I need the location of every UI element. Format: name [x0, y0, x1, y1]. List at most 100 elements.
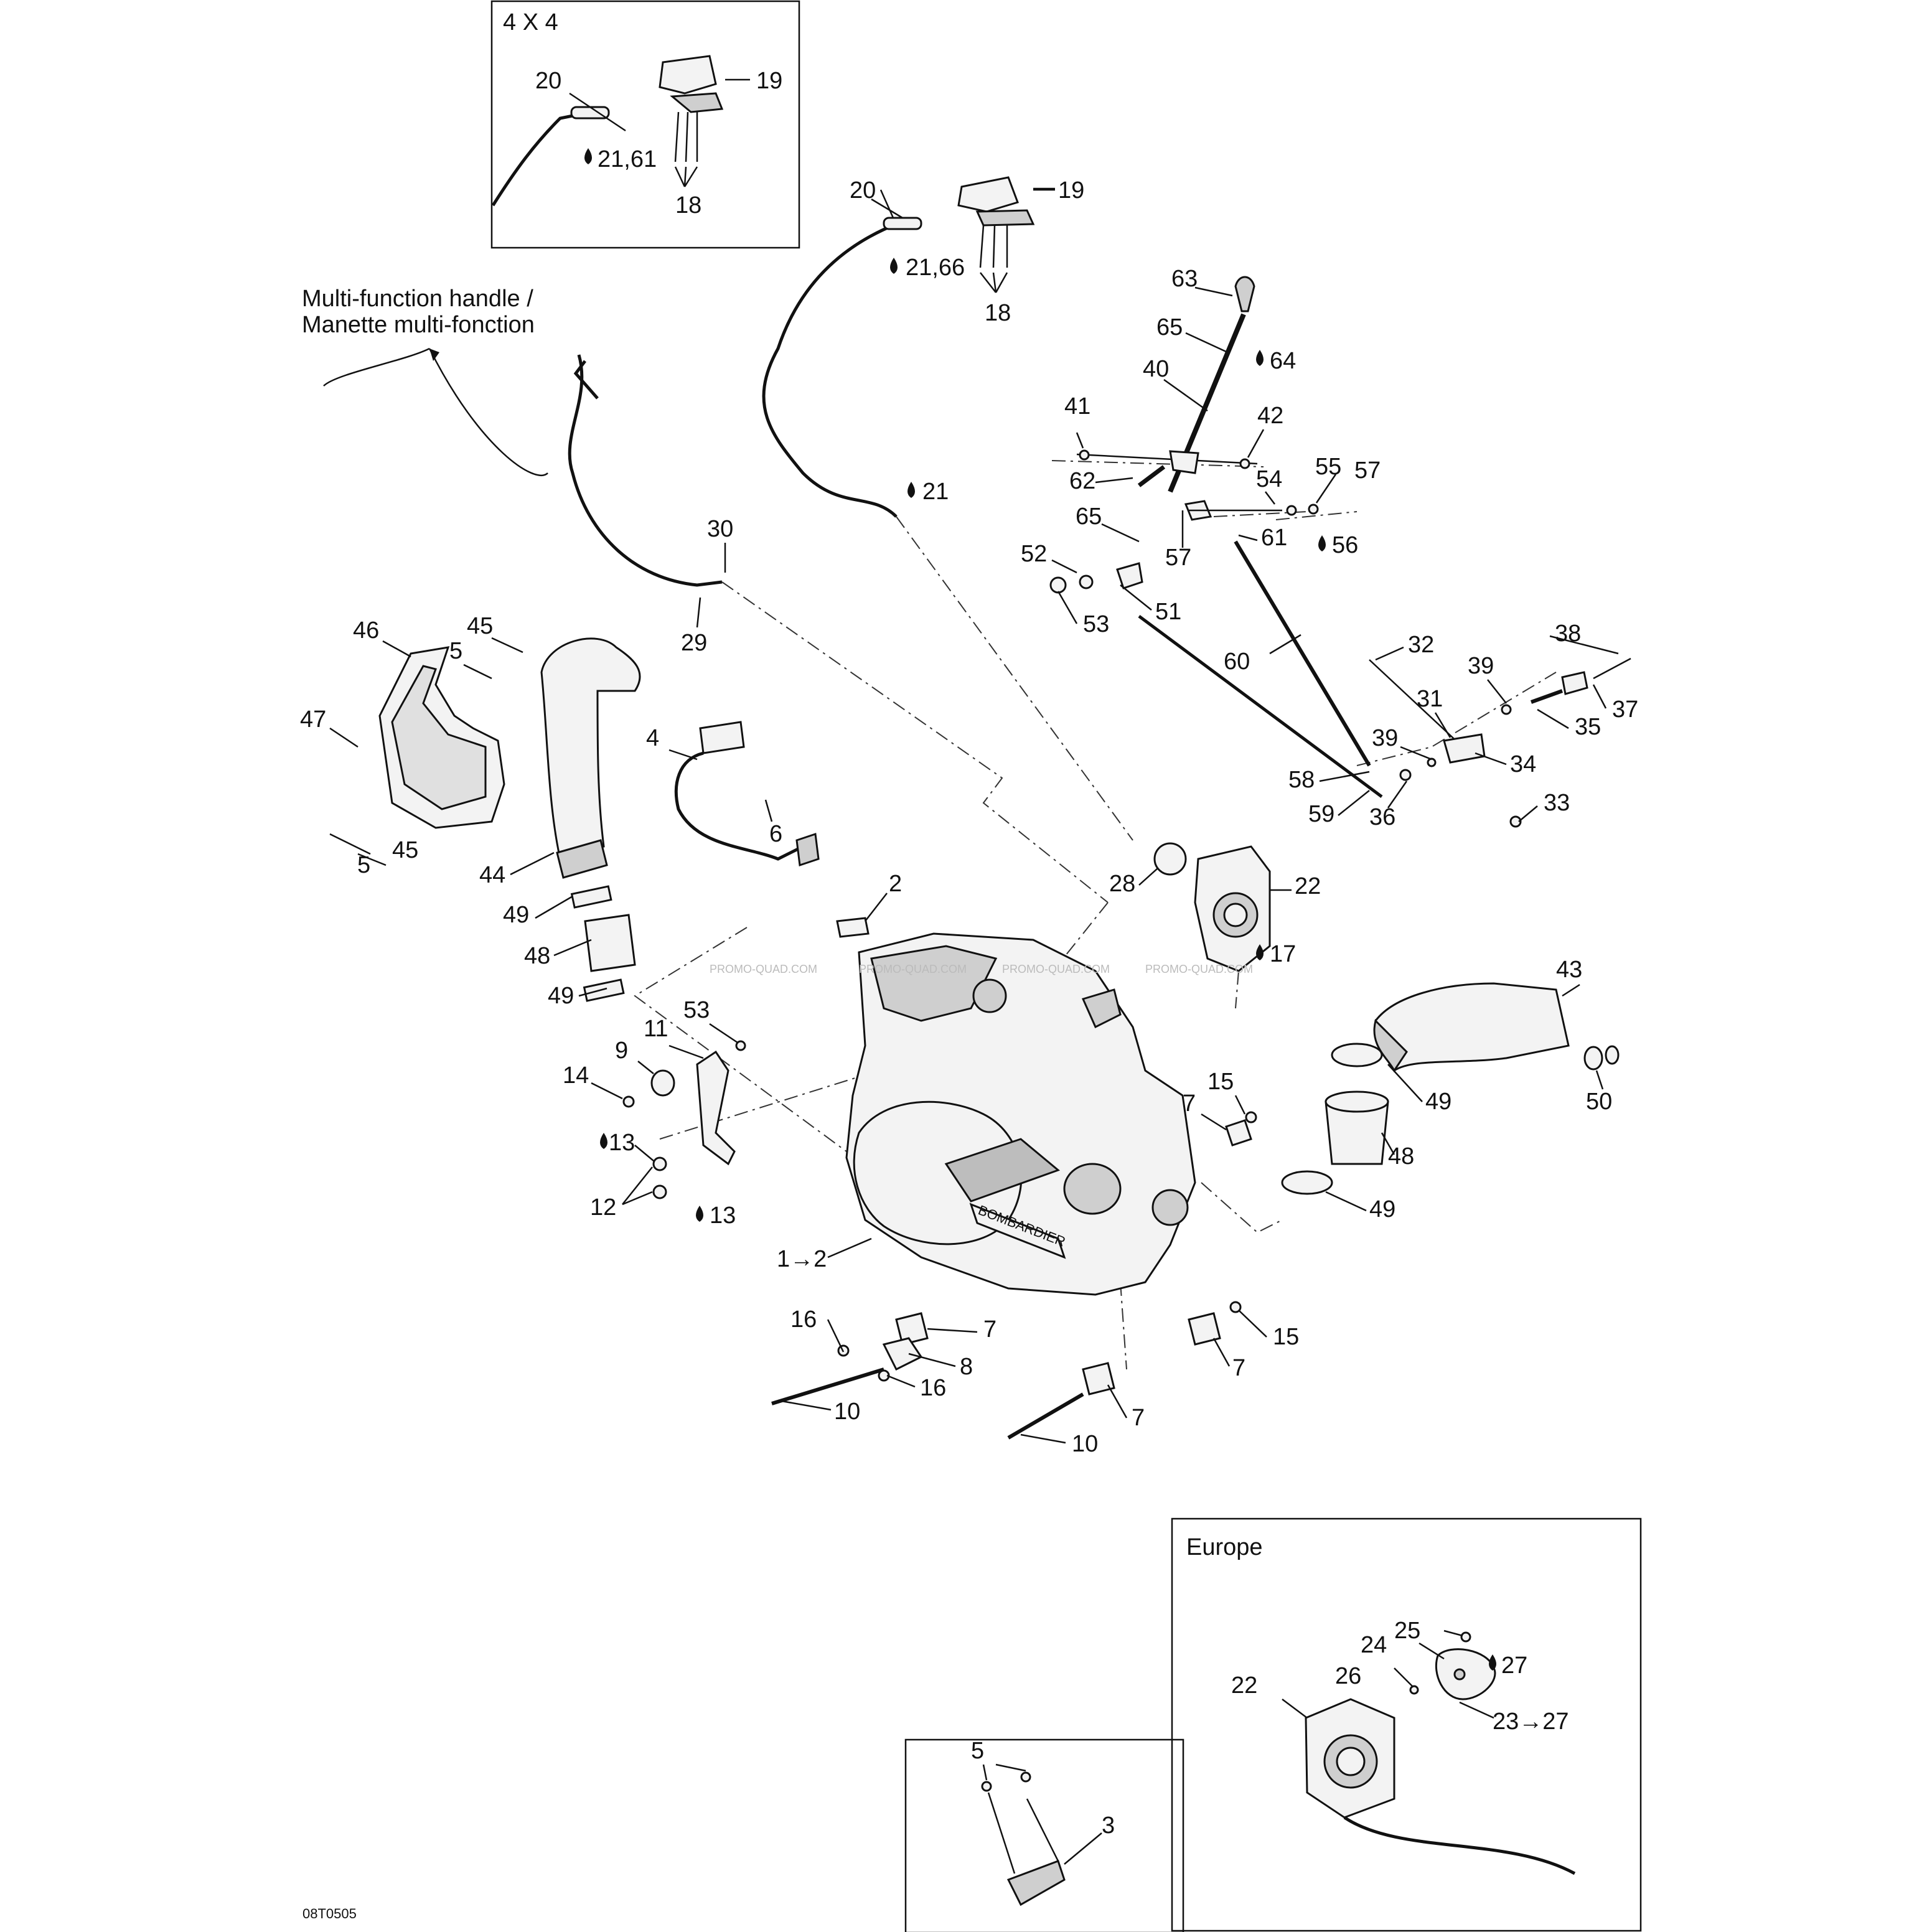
callout: 56 — [1332, 532, 1358, 558]
callout: 53 — [683, 997, 710, 1023]
callout: 45 — [392, 837, 418, 863]
inset-4x4: 4 X 4 20 19 21,61 18 — [490, 0, 800, 249]
callout: 20 — [850, 177, 876, 204]
callout: 15 — [1208, 1069, 1234, 1095]
callout: 29 — [681, 630, 707, 656]
callout: 18 — [985, 300, 1011, 326]
callout-labels: 20 19 21,66 18 63 65 64 40 41 42 62 54 5… — [300, 177, 1638, 1457]
callout: 65 — [1076, 504, 1102, 530]
callout: 36 — [1369, 804, 1395, 830]
callout: 43 — [1556, 957, 1582, 983]
callout: 5 — [357, 852, 370, 878]
callout: 57 — [1354, 457, 1381, 484]
callout: 21,66 — [906, 255, 965, 281]
callout: 49 — [503, 902, 529, 928]
callout: 64 — [1270, 348, 1296, 374]
callout: 2 — [889, 871, 902, 897]
callout: 44 — [479, 862, 505, 888]
inset-small-label-5: 5 — [971, 1738, 984, 1764]
multifunction-note-line1: Multi-function handle / — [302, 286, 533, 312]
callout: 8 — [960, 1354, 973, 1380]
callout: 13 — [609, 1130, 635, 1156]
callout: 6 — [769, 821, 782, 847]
callout: 49 — [1425, 1089, 1451, 1115]
callout: 15 — [1273, 1324, 1299, 1350]
callout: 39 — [1468, 653, 1494, 679]
callout: 47 — [300, 706, 326, 733]
leader-lines — [329, 189, 1619, 1444]
drawing-code: 08T0505 — [302, 1906, 357, 1921]
callout: 52 — [1021, 541, 1047, 567]
inset-europe: Europe 25 24 26 27 22 23→27 — [1171, 1517, 1642, 1932]
callout: 57 — [1165, 545, 1191, 571]
inset-small-label-3: 3 — [1102, 1812, 1115, 1839]
callout: 16 — [920, 1375, 946, 1401]
callout: 7 — [1183, 1090, 1196, 1117]
lubricant-drop-icon — [600, 1133, 607, 1149]
inset-4x4-label-20: 20 — [535, 68, 561, 94]
inset-4x4-title: 4 X 4 — [503, 9, 558, 35]
callout: 32 — [1408, 632, 1434, 658]
multifunction-note-line2: Manette multi-fonction — [302, 312, 535, 338]
callout: 65 — [1156, 314, 1183, 340]
callout: 7 — [1232, 1355, 1245, 1381]
callout: 5 — [449, 638, 462, 664]
lubricant-drop-icon — [1256, 944, 1264, 960]
callout: 10 — [834, 1399, 860, 1425]
callout: 37 — [1612, 696, 1638, 723]
inset-europe-label-23-27: 23→27 — [1493, 1709, 1569, 1735]
callout: 13 — [710, 1203, 736, 1229]
callout: 46 — [353, 617, 379, 644]
lubricant-drop-icon — [890, 258, 898, 274]
callout: 33 — [1544, 790, 1570, 816]
watermark-1: PROMO-QUAD.COM — [710, 963, 817, 975]
callout: 40 — [1143, 356, 1169, 382]
inset-europe-label-25: 25 — [1394, 1618, 1420, 1644]
lubricant-drop-icon — [1318, 535, 1326, 551]
inset-4x4-label-19: 19 — [756, 68, 782, 94]
callout: 9 — [615, 1038, 628, 1064]
callout: 61 — [1261, 525, 1287, 551]
callout: 34 — [1510, 751, 1536, 777]
inset-europe-label-24: 24 — [1361, 1632, 1387, 1658]
callout: 4 — [646, 725, 659, 751]
callout: 7 — [1132, 1405, 1145, 1431]
callout: 48 — [1388, 1143, 1414, 1170]
lubricant-drop-icon — [907, 482, 915, 498]
callout: 21 — [922, 479, 949, 505]
watermark-4: PROMO-QUAD.COM — [1145, 963, 1253, 975]
callout: 53 — [1083, 611, 1109, 637]
callout: 1→2 — [777, 1246, 827, 1272]
callout: 42 — [1257, 403, 1283, 429]
callout: 63 — [1171, 266, 1198, 292]
callout: 19 — [1058, 177, 1084, 204]
lubricant-drop-icon — [584, 148, 592, 164]
lubricant-drop-icon — [1256, 350, 1264, 366]
inset-europe-label-22: 22 — [1231, 1672, 1257, 1699]
engine-block: BOMBARDIER — [845, 932, 1196, 1296]
lubricant-drop-icon — [1489, 1654, 1496, 1671]
callout: 54 — [1256, 466, 1282, 492]
callout: 62 — [1069, 468, 1095, 494]
callout: 14 — [563, 1062, 589, 1089]
arrow-icon — [429, 349, 439, 361]
callout: 45 — [467, 613, 493, 639]
inset-small-box: 5 3 — [904, 1738, 1184, 1932]
inset-4x4-label-21-61: 21,61 — [598, 146, 657, 172]
callout: 50 — [1586, 1089, 1612, 1115]
callout: 10 — [1072, 1431, 1098, 1457]
callout: 51 — [1155, 599, 1181, 625]
callout: 7 — [983, 1316, 996, 1343]
callout: 16 — [790, 1306, 817, 1333]
callout: 11 — [644, 1016, 668, 1042]
inset-4x4-label-18: 18 — [675, 192, 701, 218]
callout: 48 — [524, 943, 550, 969]
callout: 59 — [1308, 801, 1334, 827]
watermark-3: PROMO-QUAD.COM — [1002, 963, 1110, 975]
callout: 12 — [590, 1194, 616, 1221]
callout: 30 — [707, 516, 733, 542]
inset-europe-label-26: 26 — [1335, 1663, 1361, 1689]
inset-europe-title: Europe — [1186, 1534, 1263, 1560]
callout: 49 — [1369, 1196, 1395, 1222]
